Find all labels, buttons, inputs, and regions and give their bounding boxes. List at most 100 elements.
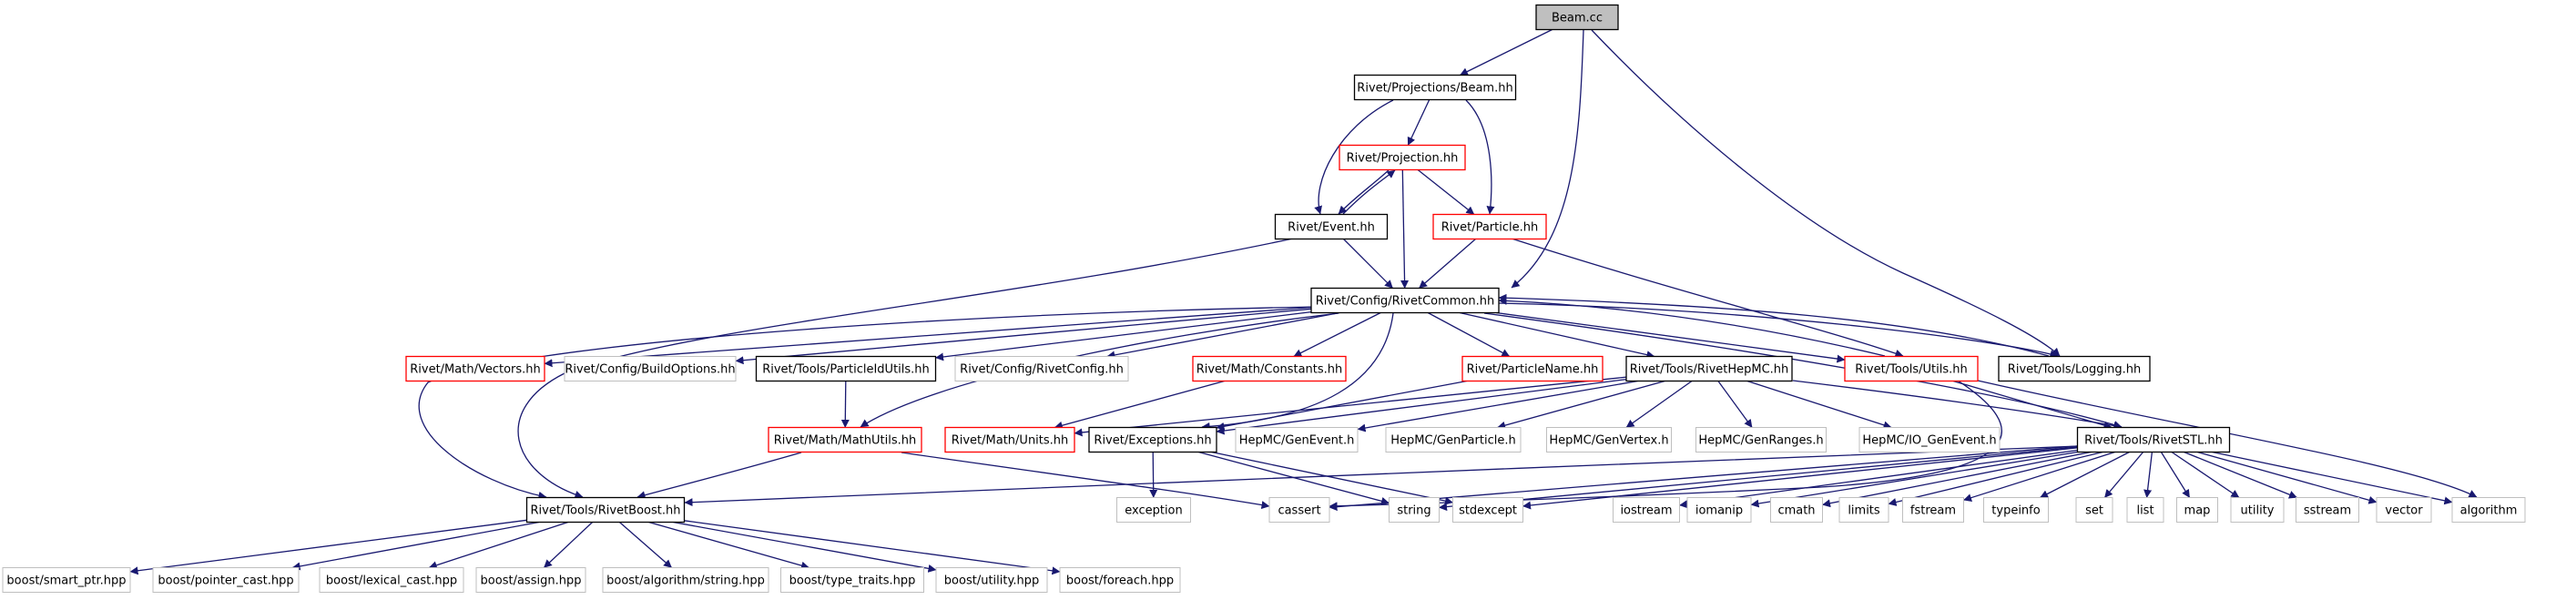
node-box xyxy=(1116,497,1191,523)
node-mathutils[interactable]: Rivet/Math/MathUtils.hh xyxy=(768,426,922,453)
node-logging[interactable]: Rivet/Tools/Logging.hh xyxy=(1998,355,2151,382)
edge-particle-to-rivetcommon xyxy=(1419,239,1476,289)
node-string[interactable]: string xyxy=(1389,497,1440,523)
node-projection[interactable]: Rivet/Projection.hh xyxy=(1339,144,1466,171)
edge-mathutils-to-cassert xyxy=(901,452,1270,510)
node-label: boost/assign.hpp xyxy=(481,575,582,588)
node-box xyxy=(1613,497,1680,523)
node-label: exception xyxy=(1125,504,1183,518)
edge-rivetcommon-to-particleidutils xyxy=(935,310,1312,361)
edge-rivetstl-to-vector xyxy=(2197,451,2377,504)
edge-rivethepmc-to-exceptions xyxy=(1216,378,1627,435)
node-beam-cc[interactable]: Beam.cc xyxy=(1535,4,1619,31)
node-algo-string[interactable]: boost/algorithm/string.hpp xyxy=(602,567,769,593)
node-rivethepmc[interactable]: Rivet/Tools/RivetHepMC.hh xyxy=(1625,355,1793,382)
node-type-traits[interactable]: boost/type_traits.hpp xyxy=(780,567,924,593)
node-limits[interactable]: limits xyxy=(1838,497,1889,523)
node-box xyxy=(2,567,131,593)
node-iomanip[interactable]: iomanip xyxy=(1686,497,1752,523)
node-box xyxy=(564,356,737,381)
node-genevent[interactable]: HepMC/GenEvent.h xyxy=(1235,427,1359,453)
node-box xyxy=(768,426,922,453)
edge-proj_beam-to-projection xyxy=(1407,99,1431,146)
node-box xyxy=(1385,427,1522,453)
node-particleidutils[interactable]: Rivet/Tools/ParticleIdUtils.hh xyxy=(755,355,937,382)
node-utils[interactable]: Rivet/Tools/Utils.hh xyxy=(1844,355,1979,382)
node-exceptions[interactable]: Rivet/Exceptions.hh xyxy=(1088,426,1217,453)
node-label: string xyxy=(1397,504,1431,518)
node-label: HepMC/GenEvent.h xyxy=(1239,434,1355,448)
node-box xyxy=(1088,426,1217,453)
node-sstream[interactable]: sstream xyxy=(2296,497,2359,523)
node-event[interactable]: Rivet/Event.hh xyxy=(1274,213,1389,240)
edge-rivetstl-to-string xyxy=(1439,446,2078,512)
node-box xyxy=(475,567,586,593)
node-box xyxy=(1686,497,1752,523)
node-lexical-cast[interactable]: boost/lexical_cast.hpp xyxy=(319,567,464,593)
node-buildoptions[interactable]: Rivet/Config/BuildOptions.hh xyxy=(564,356,737,381)
node-box xyxy=(2296,497,2359,523)
node-io-genevent[interactable]: HepMC/IO_GenEvent.h xyxy=(1858,427,2001,453)
node-constants[interactable]: Rivet/Math/Constants.hh xyxy=(1192,355,1347,382)
node-pointer-cast[interactable]: boost/pointer_cast.hpp xyxy=(152,567,300,593)
node-cmath[interactable]: cmath xyxy=(1770,497,1823,523)
node-stdexcept[interactable]: stdexcept xyxy=(1452,497,1523,523)
node-particlename[interactable]: Rivet/ParticleName.hh xyxy=(1461,355,1604,382)
node-rivetboost[interactable]: Rivet/Tools/RivetBoost.hh xyxy=(525,496,686,524)
node-iostream[interactable]: iostream xyxy=(1613,497,1680,523)
node-genvertex[interactable]: HepMC/GenVertex.h xyxy=(1546,427,1672,453)
node-vector[interactable]: vector xyxy=(2376,497,2432,523)
node-label: Rivet/Config/RivetConfig.hh xyxy=(960,363,1124,377)
node-cassert[interactable]: cassert xyxy=(1268,497,1330,523)
node-smart-ptr[interactable]: boost/smart_ptr.hpp xyxy=(2,567,131,593)
node-label: vector xyxy=(2385,504,2423,518)
node-box xyxy=(1695,427,1827,453)
node-b-utility[interactable]: boost/utility.hpp xyxy=(935,567,1048,593)
node-exception[interactable]: exception xyxy=(1116,497,1191,523)
node-label: HepMC/GenRanges.h xyxy=(1698,434,1823,448)
node-box xyxy=(1268,497,1330,523)
node-proj-beam[interactable]: Rivet/Projections/Beam.hh xyxy=(1353,74,1517,101)
node-label: boost/pointer_cast.hpp xyxy=(158,575,293,588)
node-box xyxy=(935,567,1048,593)
node-rivetcommon[interactable]: Rivet/Config/RivetCommon.hh xyxy=(1310,287,1500,314)
edge-rivetstl-to-utility xyxy=(2171,451,2240,499)
node-box xyxy=(1274,213,1389,240)
node-assign[interactable]: boost/assign.hpp xyxy=(475,567,586,593)
node-rivetconfig[interactable]: Rivet/Config/RivetConfig.hh xyxy=(954,356,1129,381)
node-label: HepMC/IO_GenEvent.h xyxy=(1862,434,1996,448)
edge-rivetstl-to-stdexcept xyxy=(1522,447,2078,510)
node-foreach[interactable]: boost/foreach.hpp xyxy=(1059,567,1181,593)
edge-projection-to-particle xyxy=(1417,168,1475,216)
edge-rivetstl-to-sstream xyxy=(2184,451,2297,499)
node-typeinfo[interactable]: typeinfo xyxy=(1983,497,2049,523)
node-list[interactable]: list xyxy=(2126,497,2164,523)
edge-utils-to-rivetcommon xyxy=(1498,296,1886,357)
node-label: Rivet/Event.hh xyxy=(1288,221,1375,235)
node-label: Rivet/Math/Vectors.hh xyxy=(410,363,541,377)
node-map[interactable]: map xyxy=(2176,497,2218,523)
edge-rivetstl-to-list xyxy=(2143,452,2153,498)
edge-rivetstl-to-map xyxy=(2160,452,2191,498)
node-label: Rivet/Config/BuildOptions.hh xyxy=(565,363,735,377)
node-particle[interactable]: Rivet/Particle.hh xyxy=(1432,213,1547,240)
node-label: fstream xyxy=(1910,504,1956,518)
node-genranges[interactable]: HepMC/GenRanges.h xyxy=(1695,427,1827,453)
edge-rivetcommon-to-constants xyxy=(1293,311,1381,358)
node-units[interactable]: Rivet/Math/Units.hh xyxy=(944,426,1075,453)
node-genparticle[interactable]: HepMC/GenParticle.h xyxy=(1385,427,1522,453)
node-fstream[interactable]: fstream xyxy=(1902,497,1964,523)
node-box xyxy=(525,496,686,524)
edge-rivetboost-to-lexical_cast xyxy=(428,521,569,570)
node-utility[interactable]: utility xyxy=(2230,497,2285,523)
node-rivetstl[interactable]: Rivet/Tools/RivetSTL.hh xyxy=(2076,426,2231,453)
node-label: Beam.cc xyxy=(1552,12,1603,25)
node-label: Rivet/Tools/RivetBoost.hh xyxy=(531,504,681,518)
node-vectors[interactable]: Rivet/Math/Vectors.hh xyxy=(405,355,545,382)
edge-rivetboost-to-type_traits xyxy=(648,521,809,570)
node-label: boost/foreach.hpp xyxy=(1066,575,1174,588)
node-label: cmath xyxy=(1777,504,1815,518)
node-set[interactable]: set xyxy=(2075,497,2113,523)
node-algorithm[interactable]: algorithm xyxy=(2451,497,2526,523)
